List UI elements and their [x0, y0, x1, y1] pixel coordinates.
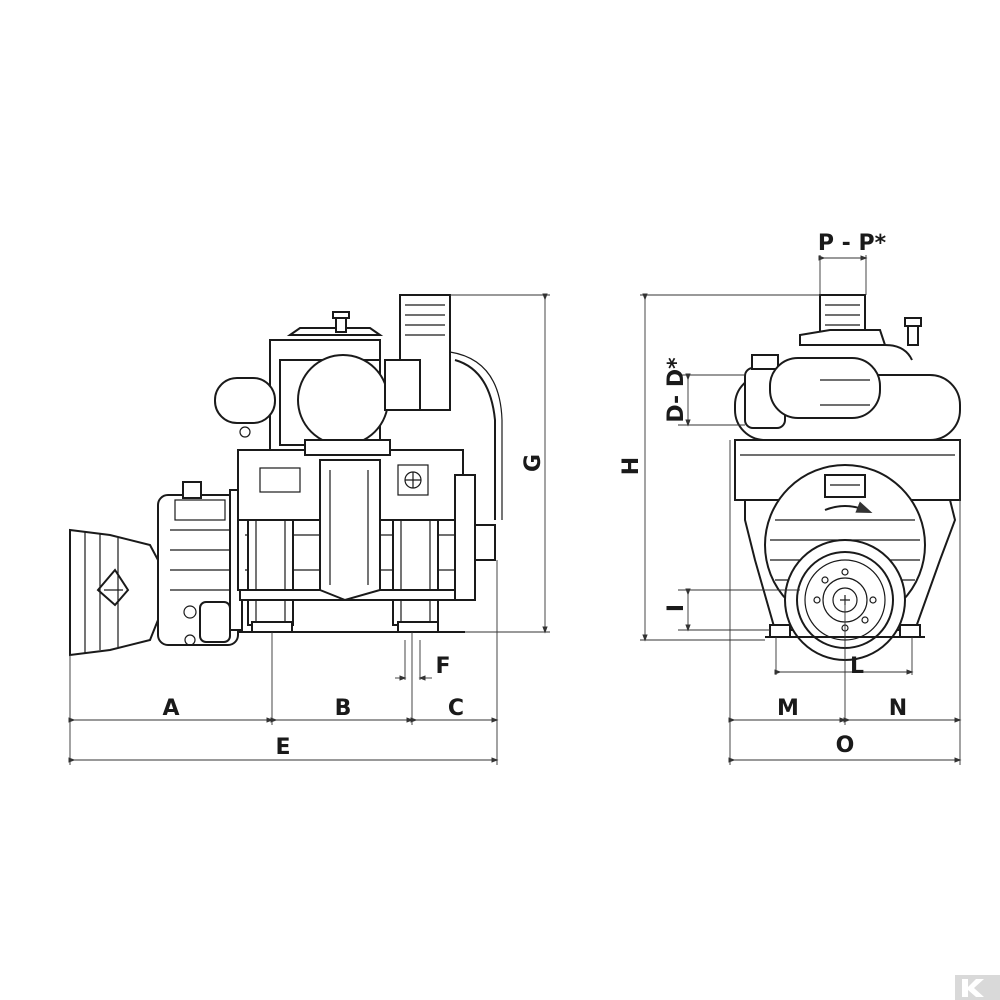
dim-label-g: G: [521, 454, 546, 472]
discharge-pipe: [319, 459, 381, 602]
dim-label-h: H: [619, 457, 644, 475]
foot-right: [899, 624, 921, 638]
dim-label-o: O: [836, 733, 855, 758]
dim-label-f: F: [435, 654, 450, 679]
rear-plate: [454, 474, 476, 601]
dim-label-l: L: [850, 654, 864, 679]
dimension-labels: A B C E F G H D- D* I P - P* L M N O: [162, 231, 907, 760]
dim-label-e: E: [275, 735, 290, 760]
top-tank: [214, 311, 391, 456]
k-logo-icon: [955, 975, 1000, 1000]
front-view: [640, 255, 962, 765]
foot-left: [769, 624, 791, 638]
dim-label-i: I: [664, 604, 689, 612]
dim-label-n: N: [889, 696, 907, 721]
inlet-pipe: [384, 294, 503, 520]
dim-label-m: M: [777, 696, 799, 721]
pto-input-cone: [69, 528, 159, 657]
side-view: [68, 293, 550, 765]
dim-label-d: D- D*: [664, 357, 689, 423]
top-fittings: [799, 294, 922, 361]
gearbox: [157, 481, 239, 646]
side-tanks: [734, 354, 961, 441]
dim-label-p: P - P*: [818, 231, 887, 256]
dim-label-a: A: [162, 696, 179, 721]
dim-label-b: B: [335, 696, 352, 721]
dim-label-c: C: [448, 696, 464, 721]
